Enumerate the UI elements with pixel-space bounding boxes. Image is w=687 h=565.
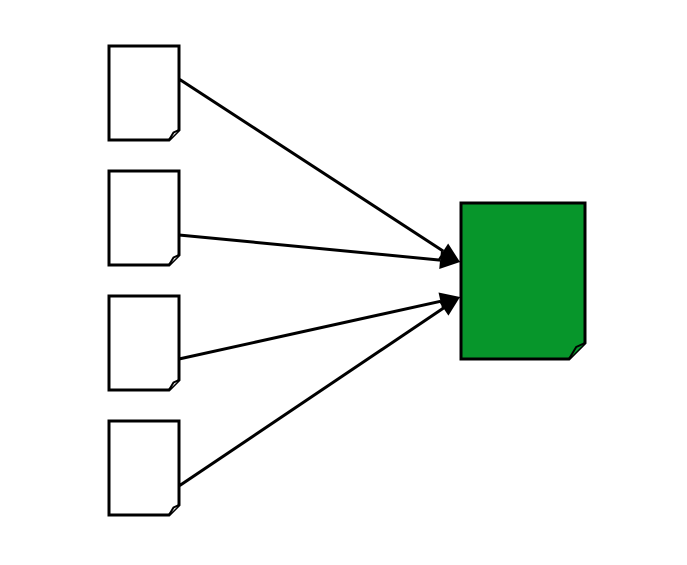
source-2-document-icon bbox=[107, 169, 181, 267]
source-3-document-icon bbox=[107, 294, 181, 392]
document-body bbox=[107, 294, 181, 392]
documents bbox=[107, 44, 587, 517]
document-fold bbox=[168, 129, 180, 141]
document-body bbox=[107, 169, 181, 267]
arrowhead-4 bbox=[438, 297, 460, 316]
connectors bbox=[178, 77, 460, 488]
arrowhead-2 bbox=[439, 251, 460, 270]
document-fold bbox=[168, 379, 180, 391]
document-body bbox=[107, 44, 181, 142]
source-4-document-icon bbox=[107, 419, 181, 517]
document-body bbox=[459, 201, 587, 361]
connector-line-3 bbox=[178, 299, 441, 361]
document-fold bbox=[168, 254, 180, 266]
connector-line-1 bbox=[178, 77, 445, 253]
connector-line-2 bbox=[178, 233, 441, 262]
document-fold bbox=[568, 342, 586, 360]
target-document-icon bbox=[459, 201, 587, 361]
source-1-document-icon bbox=[107, 44, 181, 142]
document-body bbox=[107, 419, 181, 517]
document-fold bbox=[168, 504, 180, 516]
connector-line-4 bbox=[178, 306, 445, 488]
